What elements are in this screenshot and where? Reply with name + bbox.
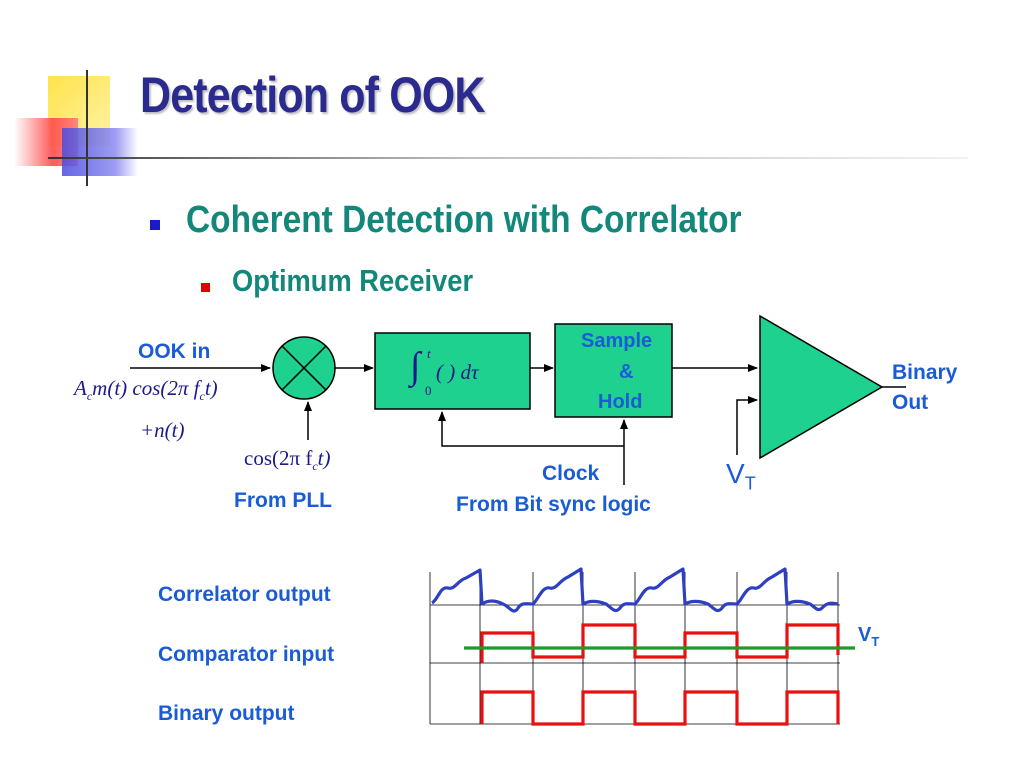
input-signal-end: t)	[204, 376, 218, 400]
bullet-square-blue	[150, 220, 160, 230]
comparator-input-wave	[480, 623, 840, 663]
sample-hold-line-1: Sample	[581, 330, 653, 352]
timing-threshold-v: V	[858, 624, 872, 646]
deco-blue-square	[62, 128, 138, 176]
correlator-output-wave	[431, 567, 839, 613]
integral-lower-limit: 0	[425, 383, 432, 398]
sample-hold-block	[554, 323, 673, 418]
clock-line-to-integrator	[438, 411, 624, 447]
input-label: OOK in	[138, 340, 211, 363]
bullet-square-red	[201, 283, 210, 292]
timing-threshold-sub: T	[871, 634, 880, 649]
integrator-block	[374, 332, 531, 410]
deco-vertical-line	[86, 70, 88, 186]
threshold-input-line	[736, 396, 758, 455]
threshold-v: V	[726, 458, 745, 489]
row-label-comparator-input: Comparator input	[158, 643, 335, 666]
input-signal-expression: Acm(t) cos(2π fct)	[74, 376, 218, 404]
deco-horizontal-line	[48, 157, 968, 159]
reference-post: t)	[317, 446, 331, 470]
clock-source-label: From Bit sync logic	[456, 493, 651, 516]
clock-label: Clock	[542, 462, 600, 485]
comparator-triangle	[759, 314, 884, 460]
sample-hold-line-2: &	[619, 361, 634, 383]
timing-threshold-label: VT	[858, 624, 879, 649]
reference-pre: cos(2π f	[244, 446, 313, 470]
binary-out-line-1: Binary	[892, 361, 958, 384]
bullet-coherent-detection: Coherent Detection with Correlator	[186, 199, 742, 241]
bullet-optimum-receiver: Optimum Receiver	[232, 263, 474, 298]
sample-hold-line-3: Hold	[598, 391, 643, 413]
input-amplitude: A	[74, 376, 87, 400]
input-amplitude-sub: c	[86, 389, 93, 404]
binary-output-wave	[480, 690, 840, 726]
row-label-binary-output: Binary output	[158, 702, 295, 725]
input-signal-body: m(t) cos(2π f	[92, 376, 200, 400]
row-label-correlator-output: Correlator output	[158, 583, 331, 606]
threshold-sub: T	[744, 473, 756, 494]
binary-out-line-2: Out	[892, 391, 929, 414]
reference-sub: c	[312, 459, 318, 474]
slide-title: Detection of OOK	[140, 67, 485, 123]
reference-source-label: From PLL	[234, 489, 332, 512]
mixer-cross-b	[281, 345, 327, 391]
integrand: ( ) dτ	[436, 360, 479, 384]
integral-upper-limit: t	[427, 346, 431, 361]
input-freq-sub: c	[199, 389, 205, 404]
threshold-label: VT	[726, 458, 756, 495]
noise-term: +n(t)	[140, 418, 185, 442]
reference-expression: cos(2π fct)	[244, 446, 331, 474]
integral-sign: ∫	[410, 345, 421, 387]
